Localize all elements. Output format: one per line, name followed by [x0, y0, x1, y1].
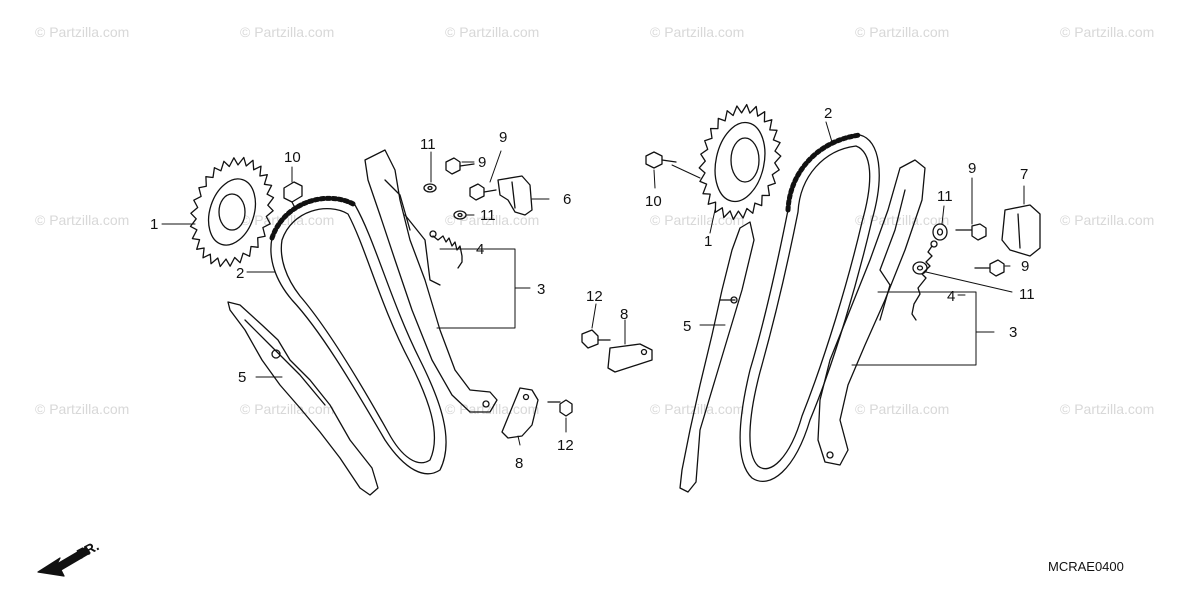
watermark: © Partzilla.com	[855, 401, 950, 417]
watermark: © Partzilla.com	[35, 401, 130, 417]
right-cam-sprocket[interactable]	[698, 103, 782, 221]
right-washer-11[interactable]	[912, 223, 948, 275]
mid-bolt-12b[interactable]	[547, 399, 573, 417]
watermark: © Partzilla.com	[650, 401, 745, 417]
callout-mid-bolt-12b: 12	[557, 437, 574, 454]
watermark: © Partzilla.com	[240, 212, 335, 228]
watermark: © Partzilla.com	[240, 401, 335, 417]
callout-left-stopper: 6	[563, 191, 572, 208]
watermark: © Partzilla.com	[445, 24, 540, 40]
left-chain-stopper[interactable]	[497, 175, 533, 216]
callout-left-bolt-10: 10	[284, 149, 301, 166]
callout-right-bolt-9a: 9	[968, 160, 977, 177]
callout-mid-bolt-12a: 12	[586, 288, 603, 305]
callout-left-washer-11b: 11	[480, 207, 496, 224]
watermark: © Partzilla.com	[1060, 401, 1155, 417]
watermark: © Partzilla.com	[1060, 212, 1155, 228]
callout-right-chain: 2	[824, 105, 833, 122]
left-cam-sprocket[interactable]	[189, 156, 275, 268]
right-tensioner-arm[interactable]	[817, 159, 926, 466]
callout-right-washer-11b: 11	[1019, 286, 1035, 303]
mid-bolt-12a[interactable]	[581, 329, 611, 349]
watermark: © Partzilla.com	[1060, 24, 1155, 40]
mid-plate-8a[interactable]	[607, 343, 653, 373]
diagram-code: MCRAE0400	[1048, 559, 1124, 574]
watermark: © Partzilla.com	[35, 212, 130, 228]
callout-left-bolt-9a: 9	[499, 129, 508, 146]
callout-left-washer-11a: 11	[420, 136, 436, 153]
watermark: © Partzilla.com	[650, 212, 745, 228]
left-tensioner-arm[interactable]	[364, 149, 498, 413]
watermark: © Partzilla.com	[855, 24, 950, 40]
right-tensioner-spring[interactable]	[911, 240, 938, 321]
watermark: © Partzilla.com	[35, 24, 130, 40]
callout-left-spring: 4	[476, 241, 485, 258]
right-cam-chain[interactable]	[739, 132, 880, 483]
callout-left-tensioner-set: 3	[537, 281, 546, 298]
right-sprocket-teeth	[698, 103, 782, 221]
right-bolt-9[interactable]	[955, 223, 1005, 277]
watermark: © Partzilla.com	[445, 212, 540, 228]
callout-right-guide: 5	[683, 318, 692, 335]
left-bolt-9[interactable]	[445, 157, 497, 201]
callout-right-tensioner-set: 3	[1009, 324, 1018, 341]
left-bolt-10[interactable]	[283, 181, 303, 211]
watermark: © Partzilla.com	[650, 24, 745, 40]
left-sprocket-teeth	[189, 156, 275, 268]
right-cam-chain-guide[interactable]	[679, 221, 755, 493]
callout-right-washer-11a: 11	[937, 188, 953, 205]
right-bolt-10[interactable]	[645, 151, 677, 169]
left-cam-chain[interactable]	[269, 195, 447, 475]
callout-right-sprocket: 1	[704, 233, 713, 250]
front-direction-arrow	[37, 546, 91, 577]
callout-left-sprocket: 1	[150, 216, 159, 233]
callout-right-spring: 4	[947, 288, 956, 305]
callout-left-guide: 5	[238, 369, 247, 386]
mid-plate-8b[interactable]	[501, 387, 539, 439]
watermark: © Partzilla.com	[855, 212, 950, 228]
right-chain-stopper[interactable]	[1001, 204, 1041, 257]
callout-right-stopper: 7	[1020, 166, 1029, 183]
watermark: © Partzilla.com	[240, 24, 335, 40]
callout-mid-plate-8a: 8	[620, 306, 629, 323]
left-washer-11[interactable]	[423, 183, 467, 220]
left-cam-chain-guide[interactable]	[227, 301, 379, 496]
left-tensioner-spring[interactable]	[429, 230, 463, 269]
callout-left-bolt-9b: 9	[478, 154, 487, 171]
callout-right-bolt-9b: 9	[1021, 258, 1030, 275]
callout-mid-plate-8b: 8	[515, 455, 524, 472]
callout-left-chain: 2	[236, 265, 245, 282]
callout-right-bolt-10: 10	[645, 193, 662, 210]
